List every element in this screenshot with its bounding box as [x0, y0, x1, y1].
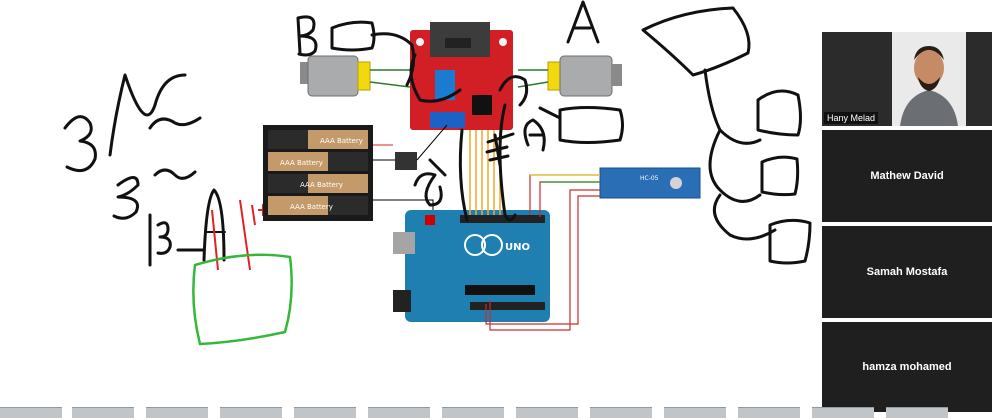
slide-thumbnail[interactable]: [886, 407, 948, 418]
slide-thumbnail-strip: [0, 405, 1000, 418]
slide-thumbnail[interactable]: [812, 407, 874, 418]
slide-thumbnail[interactable]: [294, 407, 356, 418]
battery-label: AAA Battery: [290, 203, 333, 211]
participant-name: Samah Mostafa: [866, 266, 948, 278]
motor-b: [300, 55, 371, 97]
slide-thumbnail[interactable]: [738, 407, 800, 418]
slide-thumbnail[interactable]: [516, 407, 578, 418]
slide-thumbnail[interactable]: [220, 407, 282, 418]
handwritten-drawing-right: [641, 6, 812, 265]
bluetooth-label: HC-05: [640, 175, 659, 182]
handwritten-notes-left: [63, 73, 293, 346]
power-switch: [395, 152, 417, 170]
battery-label: AAA Battery: [300, 181, 343, 189]
battery-label: AAA Battery: [320, 137, 363, 145]
arduino-board: UNO: [393, 210, 550, 322]
participant-name: hamza mohamed: [862, 361, 952, 373]
slide-thumbnail[interactable]: [590, 407, 652, 418]
participant-tile[interactable]: hamza mohamed: [822, 322, 992, 412]
handwritten-label-a: [538, 0, 624, 144]
handwritten-label-b: [296, 15, 416, 87]
bluetooth-module: HC-05: [599, 167, 701, 199]
slide-thumbnail[interactable]: [664, 407, 726, 418]
motor-driver-board: [410, 22, 513, 130]
participant-tile[interactable]: Mathew David: [822, 130, 992, 222]
arduino-label: UNO: [505, 242, 530, 253]
battery-pack: AAA Battery AAA Battery AAA Battery AAA …: [263, 125, 373, 221]
slide-thumbnail[interactable]: [442, 407, 504, 418]
participant-name: Mathew David: [870, 170, 944, 182]
handwriting-ena: [409, 53, 546, 222]
battery-label: AAA Battery: [280, 159, 323, 167]
participant-tile-video[interactable]: Hany Melad: [822, 32, 992, 126]
motor-a: [547, 55, 622, 97]
participant-tile[interactable]: Samah Mostafa: [822, 226, 992, 318]
slide-thumbnail[interactable]: [368, 407, 430, 418]
avatar: [892, 32, 966, 126]
participant-name: Hany Melad: [824, 112, 879, 124]
slide-thumbnail[interactable]: [146, 407, 208, 418]
slide-thumbnail[interactable]: [72, 407, 134, 418]
participant-video: [892, 32, 966, 126]
slide-thumbnail[interactable]: [0, 407, 62, 418]
